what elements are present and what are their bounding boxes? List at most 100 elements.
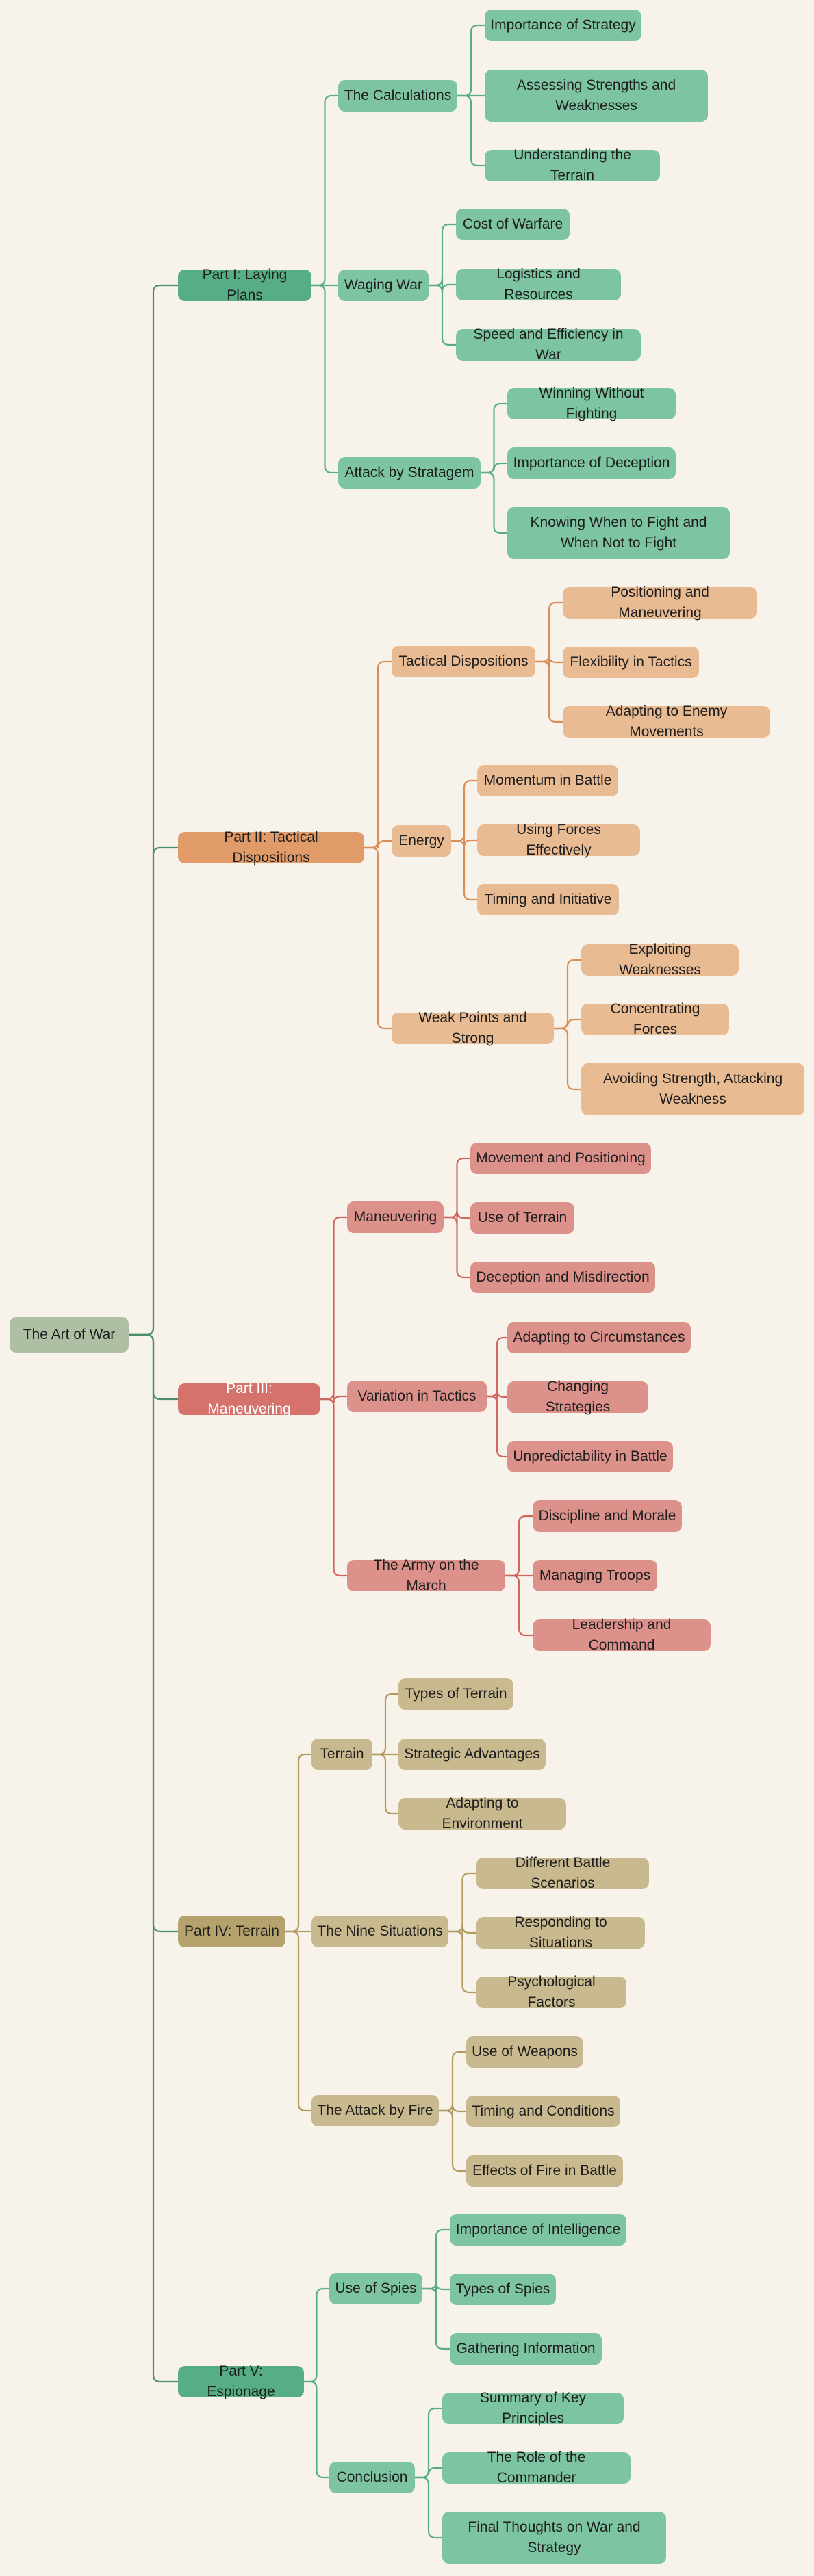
leaf-node-final-thoughts-on-war-and-strategy: Final Thoughts on War and Strategy bbox=[442, 2512, 666, 2564]
connector-topic-3-1-to-leaf-3 bbox=[444, 1216, 470, 1279]
leaf-node-assessing-strengths-and-weaknesses: Assessing Strengths and Weaknesses bbox=[485, 70, 708, 122]
connector-topic-3-3-to-leaf-3 bbox=[505, 1574, 533, 1637]
leaf-node-unpredictability-in-battle: Unpredictability in Battle bbox=[507, 1441, 673, 1472]
leaf-node-psychological-factors: Psychological Factors bbox=[476, 1974, 626, 2010]
part-node-part-iv-terrain: Part IV: Terrain bbox=[178, 1916, 285, 1947]
leaf-node-importance-of-strategy: Importance of Strategy bbox=[485, 10, 641, 41]
connector-topic-3-1-to-leaf-1 bbox=[444, 1157, 470, 1219]
part-node-part-v-espionage: Part V: Espionage bbox=[178, 2363, 304, 2399]
connector-topic-2-3-to-leaf-1 bbox=[554, 959, 581, 1030]
connector-topic-5-2-to-leaf-3 bbox=[415, 2476, 442, 2539]
connector-part-1-to-topic-1 bbox=[311, 94, 338, 287]
leaf-node-adapting-to-environment: Adapting to Environment bbox=[398, 1795, 566, 1832]
part-node-part-iii-maneuvering: Part III: Maneuvering bbox=[178, 1381, 320, 1417]
topic-node-weak-points-and-strong: Weak Points and Strong bbox=[392, 1010, 554, 1046]
leaf-node-types-of-spies: Types of Spies bbox=[450, 2274, 556, 2305]
connector-topic-3-2-to-leaf-1 bbox=[487, 1336, 507, 1398]
topic-node-the-nine-situations: The Nine Situations bbox=[311, 1916, 448, 1947]
part-node-part-ii-tactical-dispositions: Part II: Tactical Dispositions bbox=[178, 829, 364, 866]
topic-node-use-of-spies: Use of Spies bbox=[329, 2273, 422, 2304]
connector-topic-4-1-to-leaf-1 bbox=[372, 1693, 398, 1756]
topic-node-the-army-on-the-march: The Army on the March bbox=[347, 1557, 505, 1593]
connector-topic-1-2-to-leaf-3 bbox=[429, 284, 456, 346]
connector-topic-1-1-to-leaf-3 bbox=[457, 94, 485, 167]
connector-root-to-part-5 bbox=[129, 1333, 178, 2383]
connector-part-2-to-topic-1 bbox=[364, 660, 392, 849]
connector-root-to-part-2 bbox=[129, 846, 178, 1336]
leaf-node-responding-to-situations: Responding to Situations bbox=[476, 1914, 645, 1951]
leaf-node-importance-of-intelligence: Importance of Intelligence bbox=[450, 2214, 626, 2246]
topic-node-the-calculations: The Calculations bbox=[338, 80, 457, 112]
leaf-node-use-of-terrain: Use of Terrain bbox=[470, 1202, 574, 1234]
leaf-node-adapting-to-circumstances: Adapting to Circumstances bbox=[507, 1322, 691, 1353]
leaf-node-effects-of-fire-in-battle: Effects of Fire in Battle bbox=[466, 2155, 623, 2187]
leaf-node-the-role-of-the-commander: The Role of the Commander bbox=[442, 2449, 631, 2486]
connector-topic-5-1-to-leaf-3 bbox=[422, 2287, 450, 2350]
leaf-node-types-of-terrain: Types of Terrain bbox=[398, 1678, 513, 1710]
connector-topic-1-3-to-leaf-3 bbox=[481, 471, 507, 534]
connector-part-1-to-topic-3 bbox=[311, 284, 338, 474]
leaf-node-timing-and-initiative: Timing and Initiative bbox=[477, 884, 619, 915]
connector-topic-2-3-to-leaf-3 bbox=[554, 1027, 581, 1091]
leaf-node-cost-of-warfare: Cost of Warfare bbox=[456, 209, 570, 240]
connector-topic-3-3-to-leaf-1 bbox=[505, 1515, 533, 1577]
connector-topic-4-3-to-leaf-3 bbox=[439, 2109, 466, 2172]
topic-node-waging-war: Waging War bbox=[338, 270, 429, 301]
leaf-node-momentum-in-battle: Momentum in Battle bbox=[477, 765, 618, 796]
connector-topic-4-1-to-leaf-3 bbox=[372, 1753, 398, 1815]
root-node-the-art-of-war: The Art of War bbox=[10, 1317, 129, 1353]
topic-node-tactical-dispositions: Tactical Dispositions bbox=[392, 646, 535, 677]
leaf-node-changing-strategies: Changing Strategies bbox=[507, 1379, 648, 1415]
leaf-node-understanding-the-terrain: Understanding the Terrain bbox=[485, 147, 660, 183]
topic-node-variation-in-tactics: Variation in Tactics bbox=[347, 1381, 487, 1412]
connector-topic-1-2-to-leaf-1 bbox=[429, 223, 456, 287]
topic-node-conclusion: Conclusion bbox=[329, 2462, 415, 2493]
topic-node-the-attack-by-fire: The Attack by Fire bbox=[311, 2095, 439, 2126]
leaf-node-movement-and-positioning: Movement and Positioning bbox=[470, 1143, 651, 1174]
leaf-node-strategic-advantages: Strategic Advantages bbox=[398, 1739, 546, 1770]
connector-part-5-to-topic-1 bbox=[304, 2287, 329, 2383]
leaf-node-exploiting-weaknesses: Exploiting Weaknesses bbox=[581, 941, 739, 978]
leaf-node-leadership-and-command: Leadership and Command bbox=[533, 1617, 711, 1653]
topic-node-attack-by-stratagem: Attack by Stratagem bbox=[338, 457, 481, 489]
connector-part-2-to-topic-3 bbox=[364, 846, 392, 1030]
leaf-node-adapting-to-enemy-movements: Adapting to Enemy Movements bbox=[563, 703, 770, 740]
connector-topic-2-2-to-leaf-3 bbox=[451, 840, 477, 901]
topic-node-maneuvering: Maneuvering bbox=[347, 1201, 444, 1233]
connector-topic-5-2-to-leaf-1 bbox=[415, 2407, 442, 2479]
connector-part-3-to-topic-2 bbox=[320, 1392, 347, 1404]
connector-topic-1-3-to-leaf-1 bbox=[481, 402, 507, 474]
leaf-node-using-forces-effectively: Using Forces Effectively bbox=[477, 822, 640, 858]
leaf-node-discipline-and-morale: Discipline and Morale bbox=[533, 1500, 682, 1532]
leaf-node-deception-and-misdirection: Deception and Misdirection bbox=[470, 1262, 655, 1293]
connector-topic-4-3-to-leaf-1 bbox=[439, 2051, 466, 2112]
connector-topic-2-1-to-leaf-1 bbox=[535, 601, 563, 663]
topic-node-terrain: Terrain bbox=[311, 1739, 372, 1770]
connector-part-4-to-topic-1 bbox=[285, 1753, 311, 1933]
connector-part-3-to-topic-3 bbox=[320, 1398, 347, 1577]
leaf-node-avoiding-strength-attacking-weakness: Avoiding Strength, Attacking Weakness bbox=[581, 1063, 804, 1115]
part-node-part-i-laying-plans: Part I: Laying Plans bbox=[178, 267, 311, 303]
connector-topic-3-2-to-leaf-3 bbox=[487, 1395, 507, 1458]
leaf-node-managing-troops: Managing Troops bbox=[533, 1560, 657, 1591]
leaf-node-knowing-when-to-fight-and-when-not-to-fight: Knowing When to Fight and When Not to Fi… bbox=[507, 507, 730, 559]
leaf-node-concentrating-forces: Concentrating Forces bbox=[581, 1001, 729, 1037]
connector-topic-1-1-to-leaf-1 bbox=[457, 24, 485, 97]
connector-topic-2-2-to-leaf-1 bbox=[451, 779, 477, 842]
leaf-node-importance-of-deception: Importance of Deception bbox=[507, 447, 676, 479]
leaf-node-summary-of-key-principles: Summary of Key Principles bbox=[442, 2390, 624, 2426]
leaf-node-timing-and-conditions: Timing and Conditions bbox=[466, 2096, 620, 2127]
topic-node-energy: Energy bbox=[392, 825, 451, 857]
leaf-node-positioning-and-maneuvering: Positioning and Maneuvering bbox=[563, 584, 757, 621]
leaf-node-different-battle-scenarios: Different Battle Scenarios bbox=[476, 1855, 649, 1891]
leaf-node-winning-without-fighting: Winning Without Fighting bbox=[507, 385, 676, 421]
leaf-node-flexibility-in-tactics: Flexibility in Tactics bbox=[563, 647, 699, 678]
leaf-node-use-of-weapons: Use of Weapons bbox=[466, 2036, 583, 2068]
connector-part-3-to-topic-1 bbox=[320, 1216, 347, 1401]
connector-part-5-to-topic-2 bbox=[304, 2380, 329, 2479]
connector-part-4-to-topic-3 bbox=[285, 1930, 311, 2112]
connector-topic-5-1-to-leaf-1 bbox=[422, 2228, 450, 2290]
leaf-node-gathering-information: Gathering Information bbox=[450, 2333, 602, 2365]
